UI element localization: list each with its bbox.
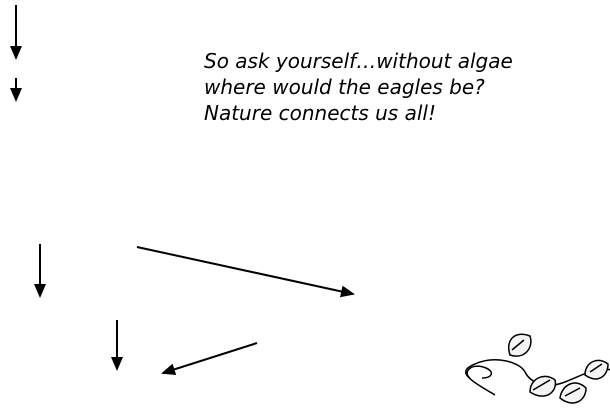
- diagonal-arrow-left-icon: [163, 343, 257, 373]
- diagonal-arrow-right-icon: [137, 247, 353, 294]
- vine-leaf-ornament-icon: [466, 334, 610, 403]
